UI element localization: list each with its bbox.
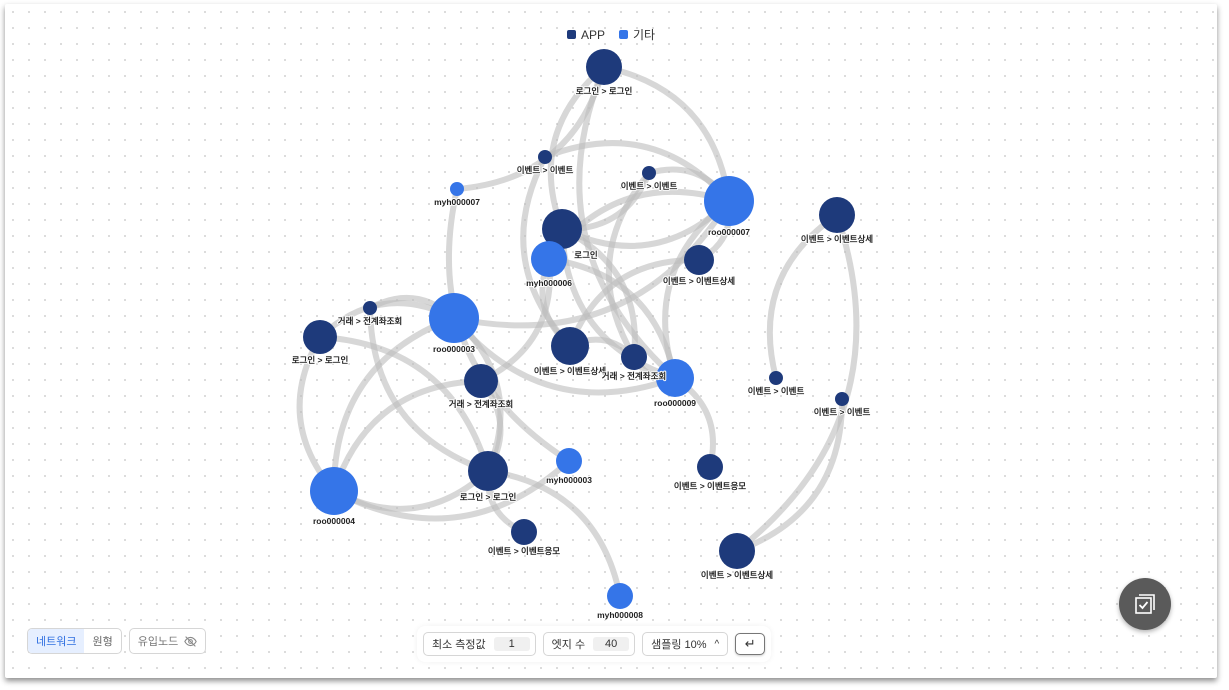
- node-label: 이벤트 > 이벤트: [621, 181, 678, 191]
- tab-network[interactable]: 네트워크: [28, 629, 85, 653]
- node-circle[interactable]: [656, 359, 694, 397]
- min-measure-field[interactable]: 최소 측정값 1: [423, 632, 536, 656]
- graph-edge: [547, 64, 606, 231]
- node-circle[interactable]: [556, 448, 582, 474]
- node-label: 로그인 > 로그인: [576, 86, 633, 96]
- node-circle[interactable]: [819, 197, 855, 233]
- node-circle[interactable]: [429, 293, 479, 343]
- node-label: 거래 > 전계좌조회: [602, 371, 666, 381]
- node-label: 이벤트 > 이벤트상세: [663, 276, 735, 286]
- eye-off-icon: [184, 635, 198, 647]
- graph-controls: 최소 측정값 1 엣지 수 40 샘플링 10% ^ ↵: [417, 626, 772, 662]
- node-label: 거래 > 전계좌조회: [338, 316, 402, 326]
- legend-label: APP: [580, 27, 605, 42]
- chevron-up-icon: ^: [714, 638, 720, 650]
- graph-edge: [367, 307, 489, 474]
- node-circle[interactable]: [704, 176, 754, 226]
- node-circle[interactable]: [607, 583, 633, 609]
- node-circle[interactable]: [684, 245, 714, 275]
- node-label: 이벤트 > 이벤트응모: [488, 546, 560, 556]
- node-label: 이벤트 > 이벤트상세: [534, 366, 606, 376]
- graph-edge: [332, 458, 572, 522]
- graph-edge: [576, 65, 678, 381]
- edge-count-field[interactable]: 엣지 수 40: [542, 632, 636, 656]
- graph-edge: [330, 315, 456, 492]
- edge-count-input[interactable]: 40: [593, 637, 630, 651]
- checklist-button[interactable]: [1119, 578, 1171, 630]
- inflow-node-label: 유입노드: [137, 636, 179, 648]
- node-label: roo000007: [708, 227, 750, 237]
- node-circle[interactable]: [303, 320, 337, 354]
- graph-edge: [479, 258, 553, 384]
- node-circle[interactable]: [464, 364, 498, 398]
- node-label: 이벤트 > 이벤트: [814, 407, 871, 417]
- enter-icon: ↵: [744, 636, 756, 651]
- node-label: 이벤트 > 이벤트: [748, 386, 805, 396]
- legend-item-app[interactable]: APP: [566, 26, 605, 43]
- legend-swatch: [566, 30, 576, 39]
- graph-edge: [487, 468, 623, 597]
- node-label: myh000007: [434, 197, 480, 207]
- node-circle[interactable]: [538, 150, 552, 164]
- graph-edge: [567, 256, 700, 348]
- node-label: 거래 > 전계좌조회: [449, 399, 513, 409]
- inflow-node-toggle[interactable]: 유입노드: [128, 628, 207, 654]
- node-label: roo000004: [313, 516, 355, 526]
- node-circle[interactable]: [642, 166, 656, 180]
- graph-edge: [548, 256, 678, 379]
- view-toggle: 네트워크 원형: [27, 628, 122, 654]
- sampling-dropdown[interactable]: 샘플링 10% ^: [642, 632, 729, 656]
- node-circle[interactable]: [542, 209, 582, 249]
- node-circle[interactable]: [310, 467, 358, 515]
- node-circle[interactable]: [769, 371, 783, 385]
- node-label: 로그인 > 로그인: [292, 355, 349, 365]
- node-label: 이벤트 > 이벤트: [517, 165, 574, 175]
- graph-edge: [453, 199, 732, 329]
- legend-label: 기타: [632, 28, 656, 42]
- legend-swatch: [618, 30, 628, 39]
- node-circle[interactable]: [621, 344, 647, 370]
- node-label: 로그인: [574, 250, 598, 260]
- node-label: 이벤트 > 이벤트상세: [801, 234, 873, 244]
- graph-edge: [319, 334, 491, 472]
- node-label: 로그인 > 로그인: [460, 492, 517, 502]
- node-label: roo000003: [433, 344, 475, 354]
- legend: APP 기타: [5, 26, 1217, 43]
- graph-edge: [603, 64, 732, 202]
- node-label: 이벤트 > 이벤트응모: [674, 481, 746, 491]
- min-measure-label: 최소 측정값: [432, 639, 486, 651]
- legend-item-other[interactable]: 기타: [618, 26, 656, 43]
- apply-button[interactable]: ↵: [735, 633, 766, 655]
- graph-edge: [445, 188, 571, 464]
- node-circle[interactable]: [719, 533, 755, 569]
- node-circle[interactable]: [468, 451, 508, 491]
- node-circle[interactable]: [511, 519, 537, 545]
- tab-circular[interactable]: 원형: [92, 636, 113, 648]
- node-label: myh000008: [597, 610, 643, 620]
- min-measure-input[interactable]: 1: [493, 637, 530, 651]
- node-label: myh000006: [526, 278, 572, 288]
- node-circle[interactable]: [450, 182, 464, 196]
- node-circle[interactable]: [363, 301, 377, 315]
- node-label: 이벤트 > 이벤트상세: [701, 570, 773, 580]
- node-circle[interactable]: [531, 241, 567, 277]
- node-circle[interactable]: [697, 454, 723, 480]
- checklist-icon: [1135, 594, 1155, 614]
- graph-edge: [735, 214, 860, 554]
- graph-edge: [735, 398, 846, 554]
- graph-edge: [331, 378, 482, 492]
- sampling-label: 샘플링 10%: [651, 639, 707, 651]
- graph-edge: [766, 212, 839, 379]
- node-circle[interactable]: [551, 327, 589, 365]
- edge-count-label: 엣지 수: [551, 639, 586, 651]
- node-label: myh000003: [546, 475, 592, 485]
- node-circle[interactable]: [586, 49, 622, 85]
- node-circle[interactable]: [835, 392, 849, 406]
- node-label: roo000009: [654, 398, 696, 408]
